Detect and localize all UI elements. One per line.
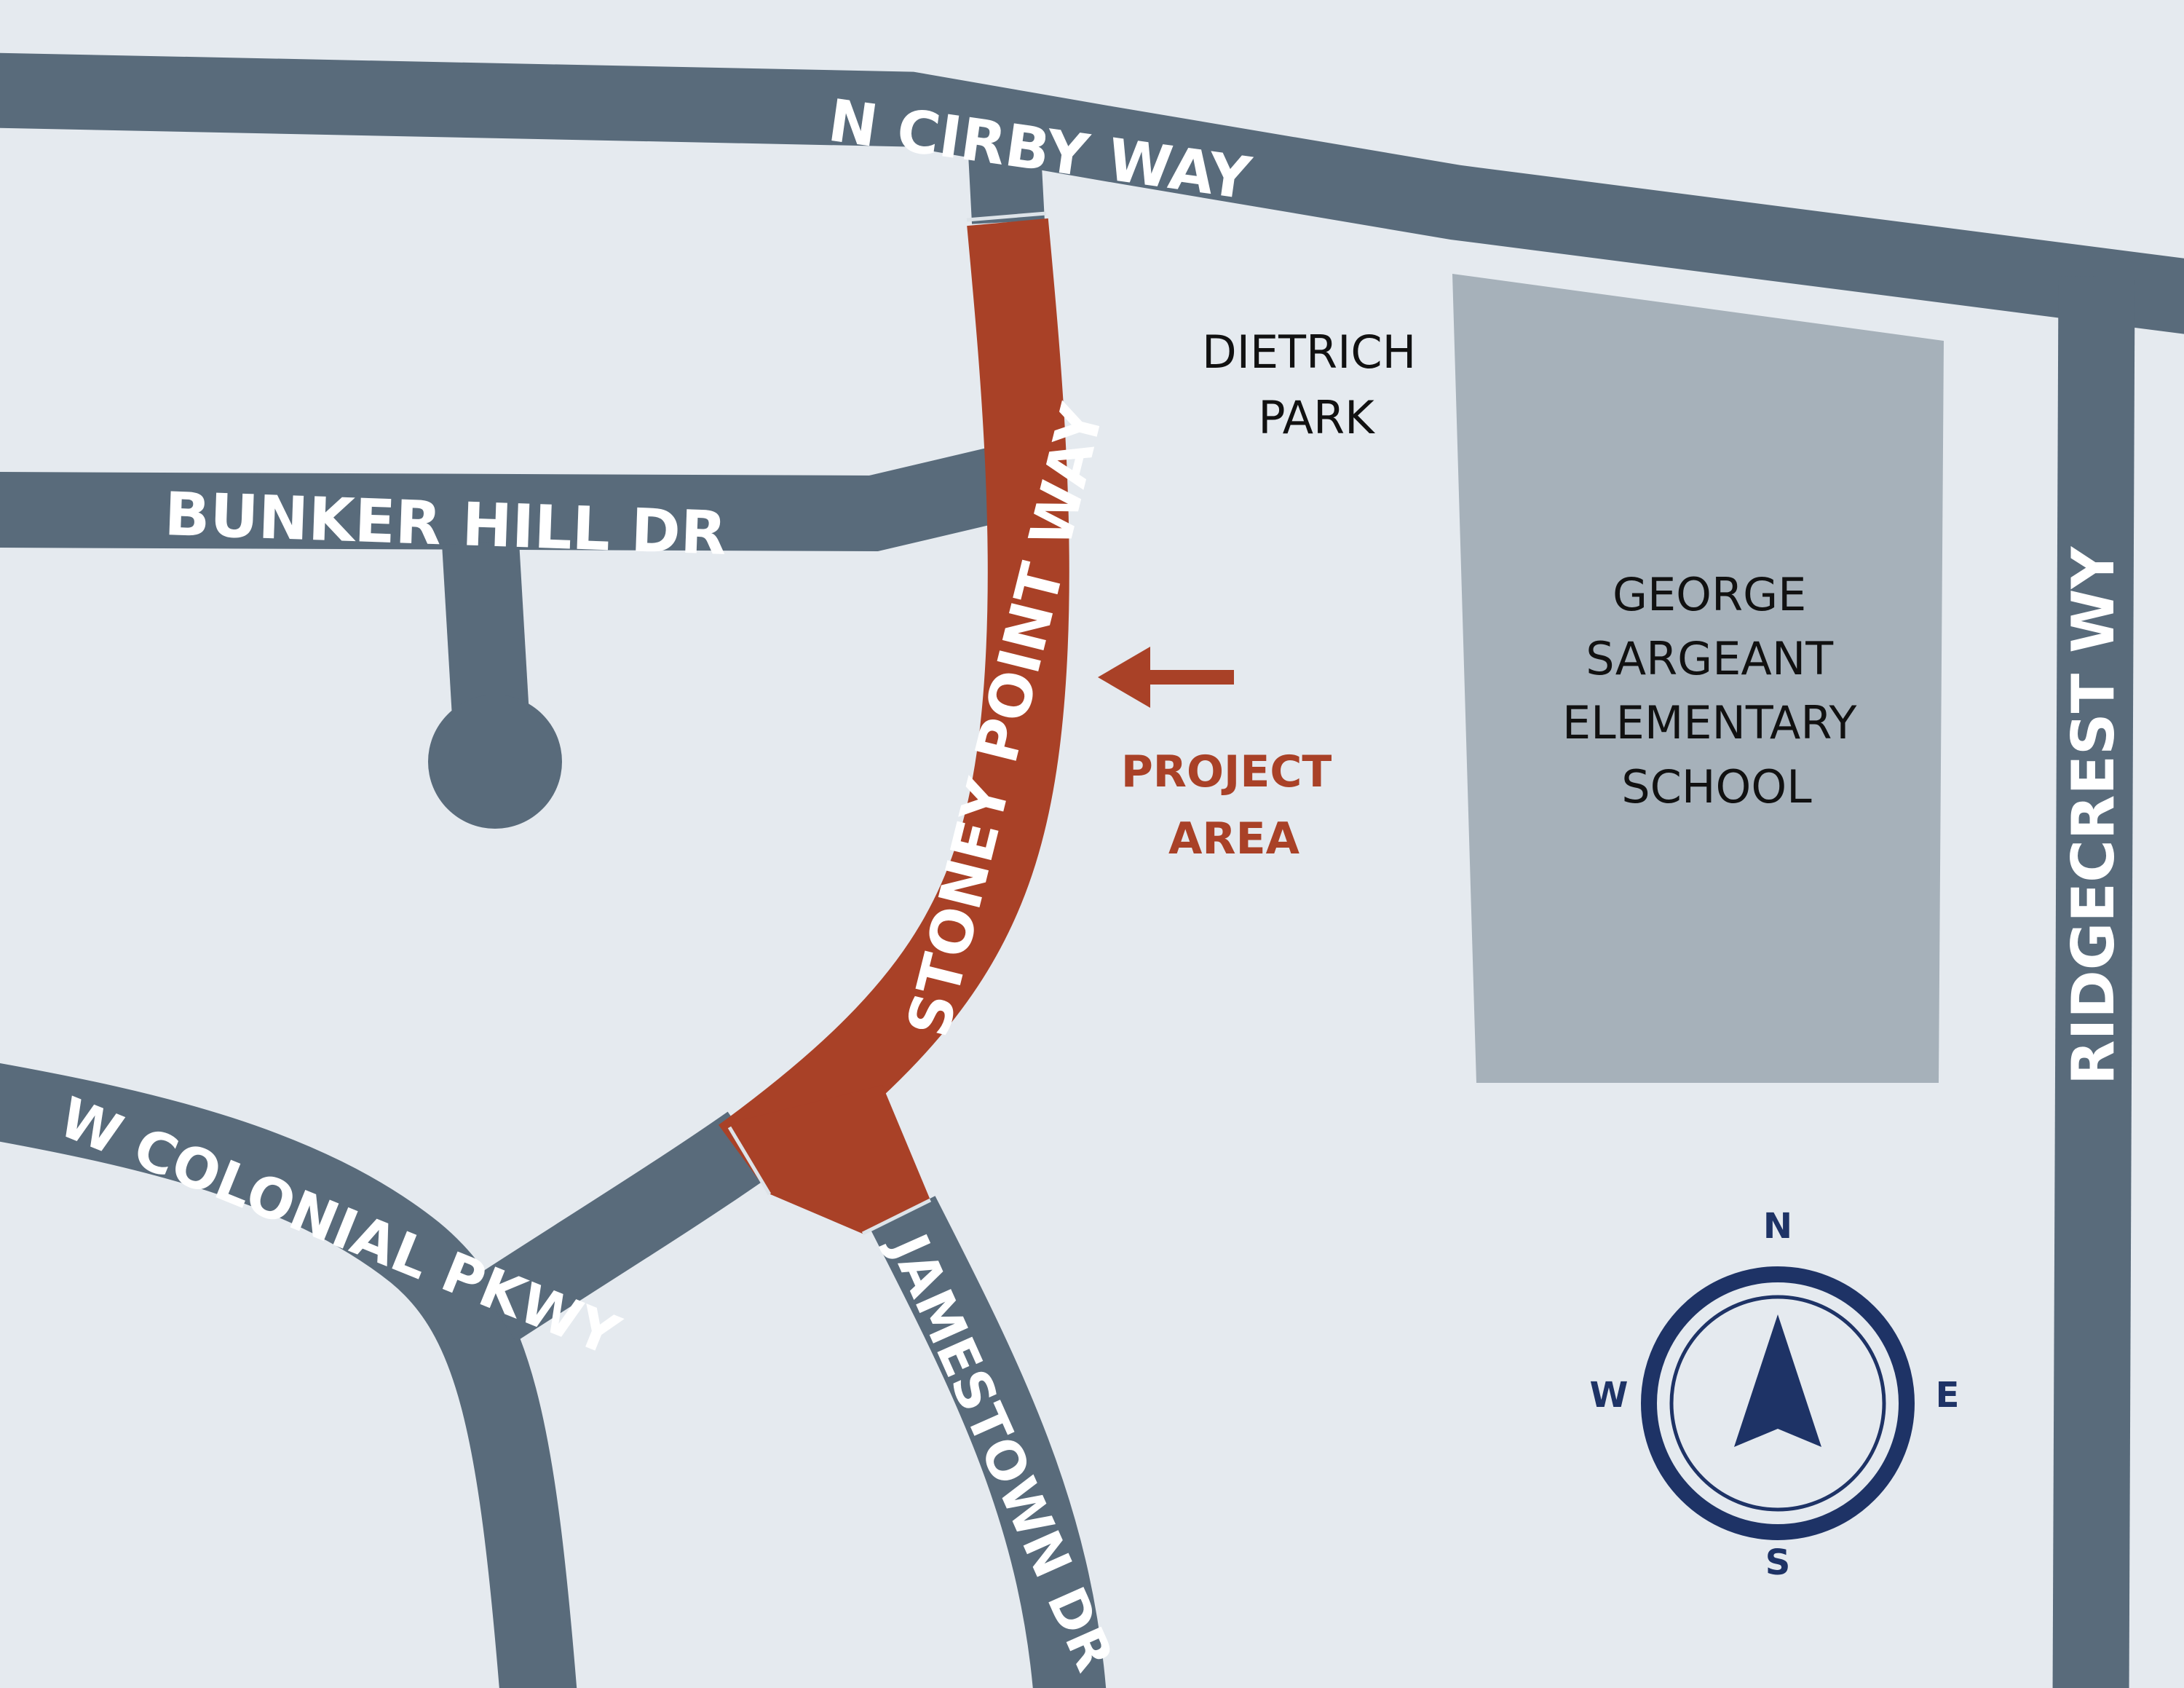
project-area-stoney-point-way xyxy=(718,218,1069,1191)
separator-north xyxy=(966,211,1047,222)
road-bunker-hill-dr xyxy=(0,447,1006,552)
school-label-line: ELEMENTARY xyxy=(1562,696,1857,749)
left-arrow-icon xyxy=(1098,647,1234,708)
road-jamestown-dr xyxy=(870,1196,1107,1688)
park-label-line: PARK xyxy=(1258,391,1375,444)
school-label-line: SCHOOL xyxy=(1621,760,1812,813)
project-area-label-line: AREA xyxy=(1168,813,1300,864)
project-area-intersection xyxy=(731,1085,930,1234)
road-ridgecrest-wy xyxy=(2052,276,2135,1688)
compass-north: N xyxy=(1763,1206,1792,1247)
compass-east: E xyxy=(1936,1375,1960,1416)
road-w-colonial-pkwy xyxy=(0,1062,577,1688)
school-label-line: SARGEANT xyxy=(1586,632,1834,685)
label-ridgecrest-wy: RIDGECREST WY xyxy=(2060,546,2127,1085)
compass-icon xyxy=(1641,1266,1915,1540)
compass-west: W xyxy=(1590,1375,1629,1416)
school-label: GEORGE SARGEANT ELEMENTARY SCHOOL xyxy=(1562,568,1871,813)
project-area-label: PROJECT AREA xyxy=(1121,746,1347,864)
road-bunker-hill-cul-de-sac xyxy=(428,695,562,829)
park-label-line: DIETRICH xyxy=(1202,326,1416,379)
road-colonial-connector xyxy=(474,1111,772,1342)
project-area-label-line: PROJECT xyxy=(1121,746,1332,797)
park-label: DIETRICH PARK xyxy=(1202,326,1431,444)
separator-south xyxy=(861,1198,932,1236)
road-stoney-point-north-stub xyxy=(968,151,1045,224)
school-grounds xyxy=(1452,274,1944,1083)
separator-west xyxy=(727,1126,772,1196)
school-label-line: GEORGE xyxy=(1613,568,1806,621)
compass-south: S xyxy=(1765,1542,1791,1583)
road-n-cirby-way xyxy=(0,52,2184,334)
